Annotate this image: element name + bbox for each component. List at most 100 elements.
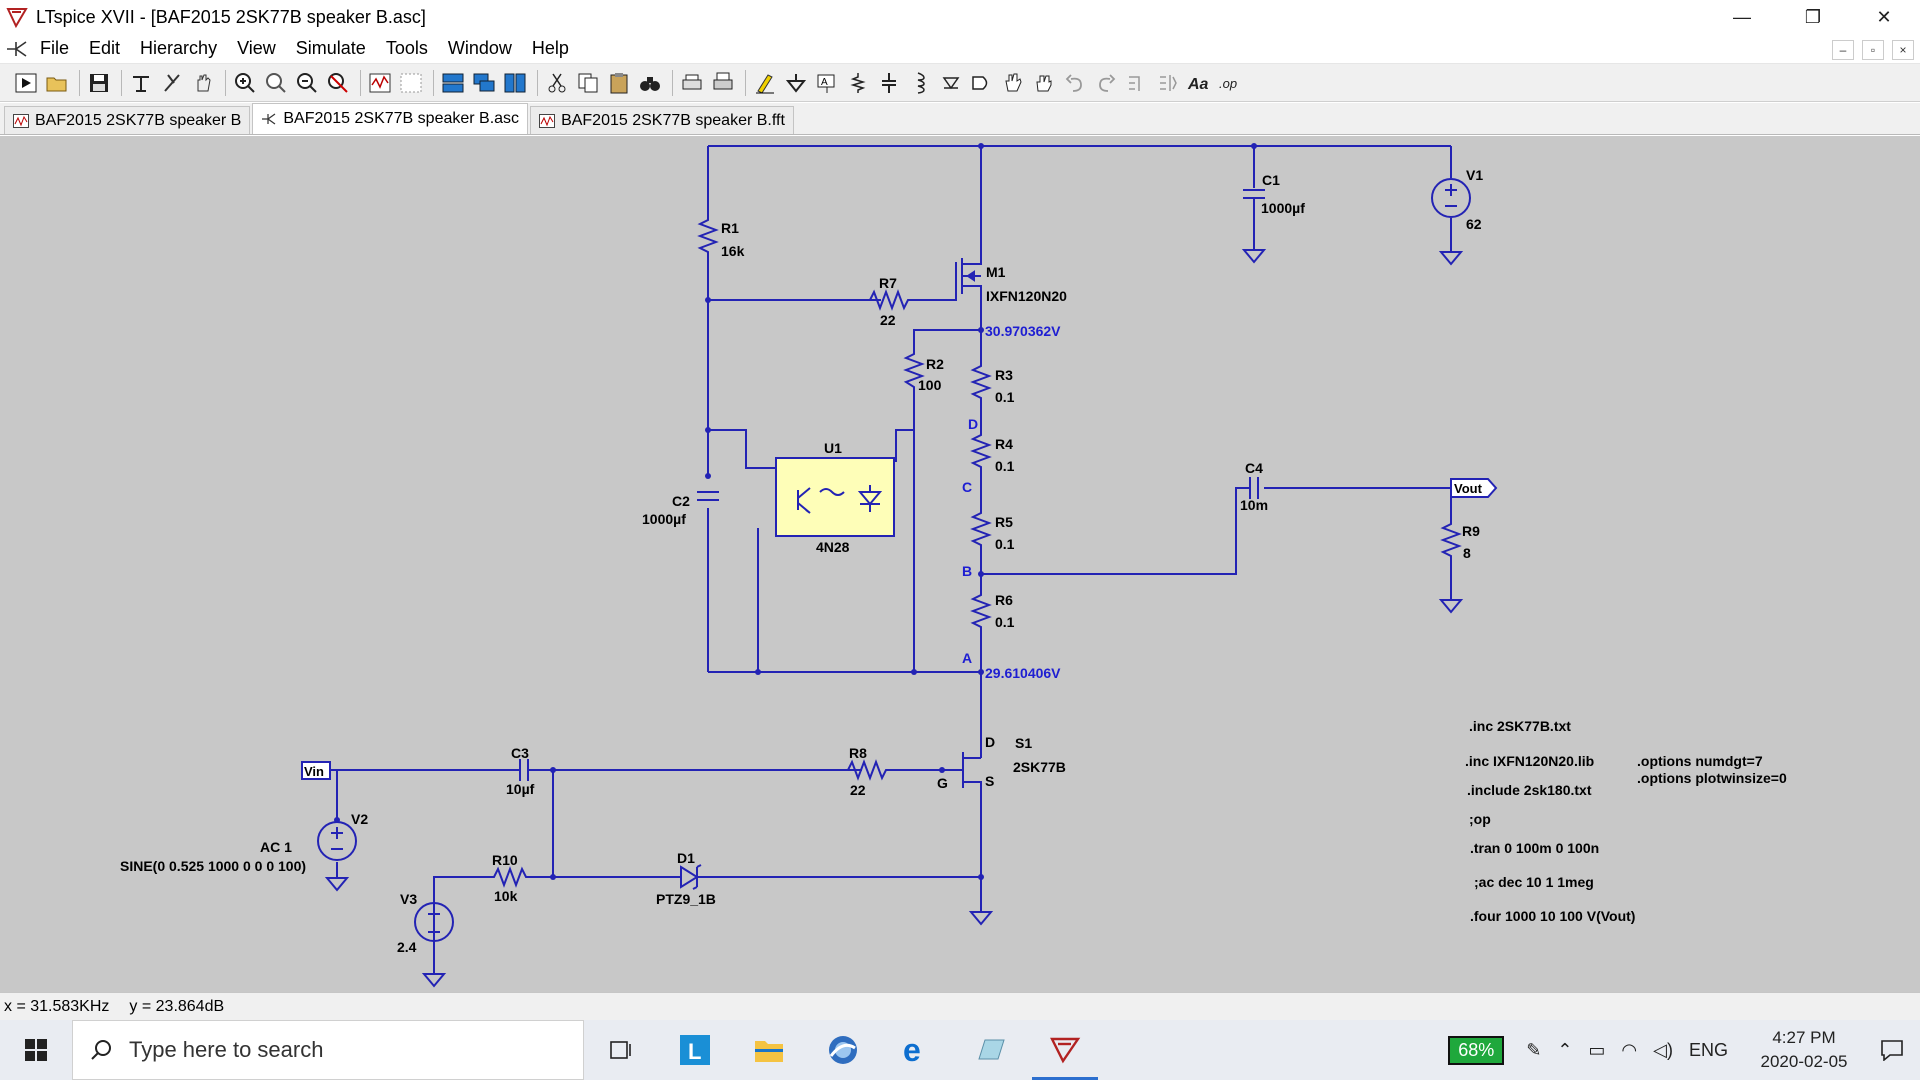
wifi-icon[interactable]: ◠ bbox=[1621, 1039, 1638, 1060]
menu-view[interactable]: View bbox=[237, 38, 276, 58]
toolbar-separator bbox=[745, 69, 746, 96]
node-labels: D C B A 30.970362V 29.610406V bbox=[962, 323, 1061, 681]
tab-waveform[interactable]: BAF2015 2SK77B speaker B bbox=[4, 106, 251, 134]
close-button[interactable]: ✕ bbox=[1876, 6, 1892, 27]
spice-directive-icon[interactable]: .op bbox=[1216, 69, 1244, 97]
restore-button[interactable]: ❐ bbox=[1804, 6, 1822, 27]
taskbar-app-notes[interactable] bbox=[954, 1020, 1028, 1080]
zoom-in-icon[interactable] bbox=[231, 69, 259, 97]
v2-name: V2 bbox=[351, 811, 368, 827]
resistor-r1 bbox=[697, 216, 719, 256]
voltage-readout-bottom: 29.610406V bbox=[985, 665, 1061, 681]
copy-icon[interactable] bbox=[574, 69, 602, 97]
taskbar-app-edge[interactable]: e bbox=[880, 1020, 954, 1080]
capacitor-icon[interactable] bbox=[875, 69, 903, 97]
cascade-icon[interactable] bbox=[470, 69, 498, 97]
move-hand-icon[interactable] bbox=[999, 69, 1027, 97]
minimize-button[interactable]: — bbox=[1733, 6, 1751, 27]
directive-line: .four 1000 10 100 V(Vout) bbox=[1470, 908, 1635, 924]
print-icon[interactable] bbox=[678, 69, 706, 97]
options-line: .options plotwinsize=0 bbox=[1637, 770, 1787, 786]
menu-window[interactable]: Window bbox=[447, 38, 512, 58]
open-folder-icon[interactable] bbox=[43, 69, 71, 97]
inductor-icon[interactable] bbox=[906, 69, 934, 97]
save-icon[interactable] bbox=[85, 69, 113, 97]
diode-icon[interactable] bbox=[937, 69, 965, 97]
c4-name: C4 bbox=[1245, 460, 1263, 476]
c4-value: 10m bbox=[1240, 497, 1268, 513]
undo-icon[interactable] bbox=[1061, 69, 1089, 97]
s1-pin-s: S bbox=[985, 773, 994, 789]
menu-hierarchy[interactable]: Hierarchy bbox=[140, 38, 218, 58]
pan-zoom-icon[interactable] bbox=[262, 69, 290, 97]
r9-name: R9 bbox=[1462, 523, 1480, 539]
zoom-out-icon[interactable] bbox=[293, 69, 321, 97]
directive-line: .include 2sk180.txt bbox=[1467, 782, 1592, 798]
task-view-button[interactable] bbox=[584, 1020, 658, 1080]
ground-c1 bbox=[1241, 249, 1267, 264]
ground-icon[interactable] bbox=[782, 69, 810, 97]
resistor-icon[interactable] bbox=[844, 69, 872, 97]
print-setup-icon[interactable] bbox=[709, 69, 737, 97]
paste-icon[interactable] bbox=[605, 69, 633, 97]
ground-v1 bbox=[1438, 251, 1464, 266]
redo-icon[interactable] bbox=[1092, 69, 1120, 97]
start-button[interactable] bbox=[0, 1020, 72, 1080]
r1-value: 16k bbox=[721, 243, 745, 259]
taskbar-search-box[interactable]: Type here to search bbox=[72, 1020, 584, 1080]
svg-text:Aa: Aa bbox=[1187, 76, 1209, 93]
text-icon[interactable]: Aa bbox=[1185, 69, 1213, 97]
rotate-icon[interactable] bbox=[1123, 69, 1151, 97]
tile-horizontal-icon[interactable] bbox=[439, 69, 467, 97]
taskbar-app-ltspice[interactable] bbox=[1028, 1020, 1102, 1080]
menu-tools[interactable]: Tools bbox=[385, 38, 428, 58]
autorange-icon[interactable] bbox=[366, 69, 394, 97]
draw-wire-icon[interactable] bbox=[751, 69, 779, 97]
control-panel-icon[interactable] bbox=[127, 69, 155, 97]
zoom-fit-icon[interactable] bbox=[324, 69, 352, 97]
mirror-icon[interactable] bbox=[1154, 69, 1182, 97]
resistor-r3 bbox=[970, 363, 992, 405]
mdi-minimize-button[interactable]: – bbox=[1832, 40, 1854, 60]
battery-icon[interactable]: ▭ bbox=[1588, 1039, 1606, 1060]
halt-icon[interactable] bbox=[158, 69, 186, 97]
pen-icon[interactable]: ✎ bbox=[1526, 1039, 1542, 1060]
search-placeholder: Type here to search bbox=[129, 1037, 324, 1062]
capacitor-c3 bbox=[519, 759, 529, 781]
mdi-restore-button[interactable]: ▫ bbox=[1862, 40, 1884, 60]
taskbar-clock[interactable]: 4:27 PM 2020-02-05 bbox=[1744, 1026, 1864, 1074]
schematic-canvas[interactable]: R1 16k R7 22 M1 IXFN120N20 R2 100 R3 0.1… bbox=[0, 136, 1920, 992]
language-indicator[interactable]: ENG bbox=[1688, 1039, 1728, 1060]
find-binoculars-icon[interactable] bbox=[636, 69, 664, 97]
menu-help[interactable]: Help bbox=[531, 38, 569, 58]
tile-vertical-icon[interactable] bbox=[501, 69, 529, 97]
action-center-button[interactable] bbox=[1864, 1039, 1920, 1061]
grid-icon[interactable] bbox=[397, 69, 425, 97]
tab-fft[interactable]: BAF2015 2SK77B speaker B.fft bbox=[530, 106, 794, 134]
voltage-sources bbox=[317, 178, 1471, 942]
battery-percentage[interactable]: 68% bbox=[1448, 1035, 1505, 1065]
menu-simulate[interactable]: Simulate bbox=[295, 38, 366, 58]
chevron-up-icon[interactable]: ⌃ bbox=[1557, 1039, 1573, 1060]
menu-edit[interactable]: Edit bbox=[89, 38, 121, 58]
run-icon[interactable] bbox=[12, 69, 40, 97]
cut-icon[interactable] bbox=[543, 69, 571, 97]
volume-icon[interactable]: ◁) bbox=[1653, 1039, 1673, 1060]
toolbar-separator bbox=[537, 69, 538, 96]
menu-file[interactable]: File bbox=[40, 38, 70, 58]
component-labels: R1 16k R7 22 M1 IXFN120N20 R2 100 R3 0.1… bbox=[120, 167, 1483, 955]
component-icon[interactable] bbox=[968, 69, 996, 97]
mdi-close-button[interactable]: × bbox=[1892, 40, 1914, 60]
svg-text:L: L bbox=[688, 1039, 701, 1064]
c3-value: 10µf bbox=[506, 781, 535, 797]
s1-pin-g: G bbox=[937, 775, 948, 791]
label-net-icon[interactable]: A bbox=[813, 69, 841, 97]
taskbar-app-l[interactable]: L bbox=[658, 1020, 732, 1080]
drag-hand-icon[interactable] bbox=[1030, 69, 1058, 97]
r1-name: R1 bbox=[721, 220, 739, 236]
taskbar-app-browser[interactable] bbox=[806, 1020, 880, 1080]
pan-hand-icon[interactable] bbox=[189, 69, 217, 97]
tab-schematic[interactable]: BAF2015 2SK77B speaker B.asc bbox=[252, 103, 529, 134]
schematic-doc-icon[interactable] bbox=[4, 38, 30, 60]
taskbar-app-file-explorer[interactable] bbox=[732, 1020, 806, 1080]
